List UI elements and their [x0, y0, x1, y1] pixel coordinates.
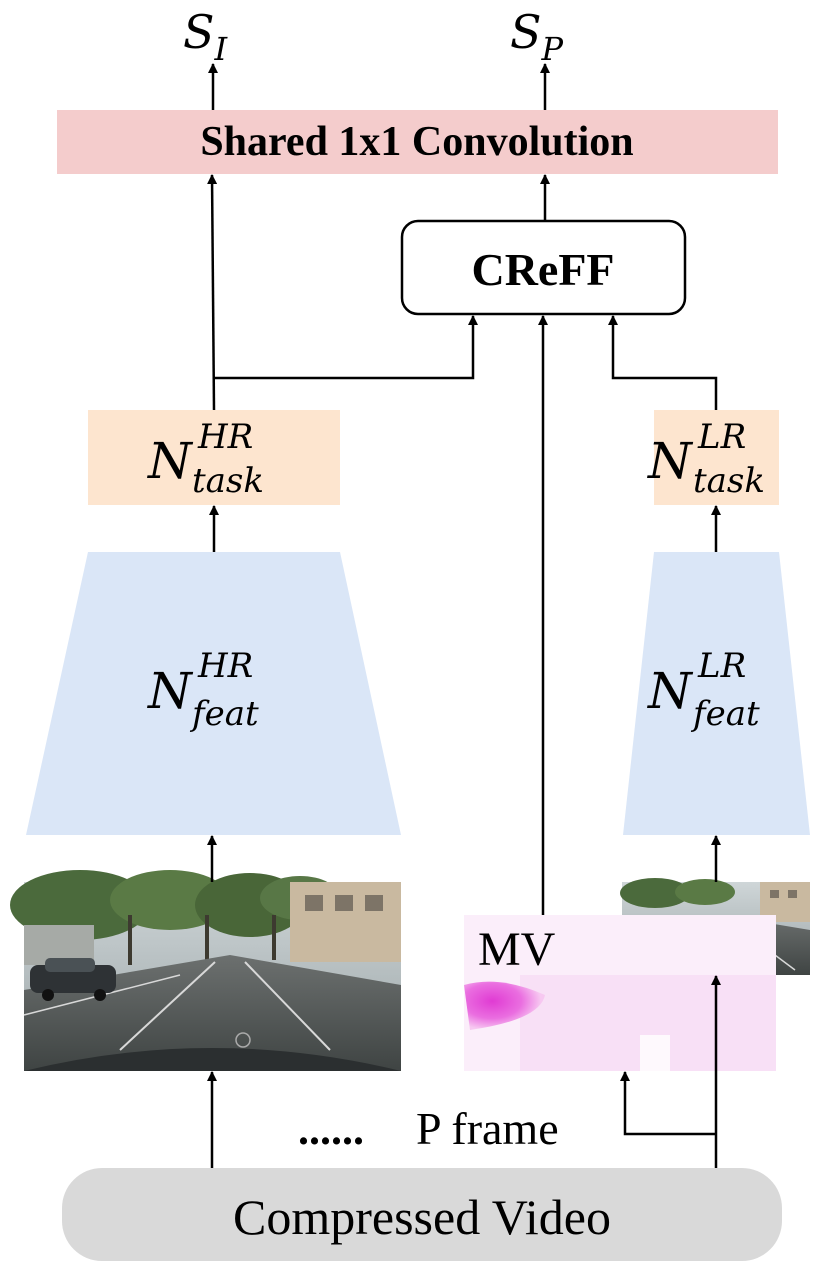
hr-task-sup: HR — [197, 417, 253, 457]
s-p-main: S — [510, 5, 542, 59]
lr-task-sub: task — [693, 461, 765, 501]
hr-feat-main: N — [147, 662, 194, 720]
lr-feat-label: N LR feat — [647, 646, 760, 734]
shared-conv-box — [57, 110, 778, 174]
svg-text:SI: SI — [183, 5, 229, 68]
lr-task-sup: LR — [697, 417, 746, 457]
shared-conv-label: Shared 1x1 Convolution — [200, 119, 633, 165]
lr-feat-main: N — [647, 662, 694, 720]
output-s-i: SI — [183, 5, 229, 68]
creff-label: CReFF — [471, 244, 614, 295]
s-i-main: S — [183, 5, 215, 59]
creff-box — [400, 219, 687, 316]
hr-feat-trapezoid — [26, 552, 401, 835]
compressed-video-box — [62, 1168, 782, 1261]
hr-task-box — [88, 410, 340, 505]
hr-task-sub: task — [192, 461, 264, 501]
p-frame-dots: ...... — [298, 1105, 364, 1154]
arrow-hr-task-to-creff — [214, 315, 478, 380]
lr-task-main: N — [647, 432, 694, 490]
hr-task-main: N — [147, 432, 194, 490]
hr-street-scene-image — [10, 870, 401, 1071]
hr-feat-sup: HR — [197, 646, 253, 686]
lr-feat-sub: feat — [690, 694, 760, 734]
mv-label: MV — [478, 923, 556, 976]
hr-task-label: N HR task — [147, 417, 264, 501]
s-p-sub: P — [541, 30, 564, 68]
lr-task-label: N LR task — [647, 417, 765, 501]
arrow-lr-task-to-creff — [608, 315, 718, 410]
mv-image — [464, 915, 776, 1071]
lr-feat-sup: LR — [697, 646, 746, 686]
hr-feat-sub: feat — [189, 694, 259, 734]
lr-task-box — [654, 410, 779, 505]
svg-text:SP: SP — [510, 5, 564, 68]
arrow-pframe-to-mv — [620, 1071, 716, 1136]
lr-feat-trapezoid — [623, 552, 810, 835]
hr-feat-label: N HR feat — [147, 646, 259, 734]
arrow-hr-task-to-conv — [207, 174, 218, 411]
output-s-p: SP — [510, 5, 564, 68]
p-frame-label: P frame — [416, 1103, 559, 1154]
mv-motion-blob — [464, 981, 545, 1030]
s-i-sub: I — [214, 30, 229, 68]
compressed-video-label: Compressed Video — [233, 1189, 611, 1245]
